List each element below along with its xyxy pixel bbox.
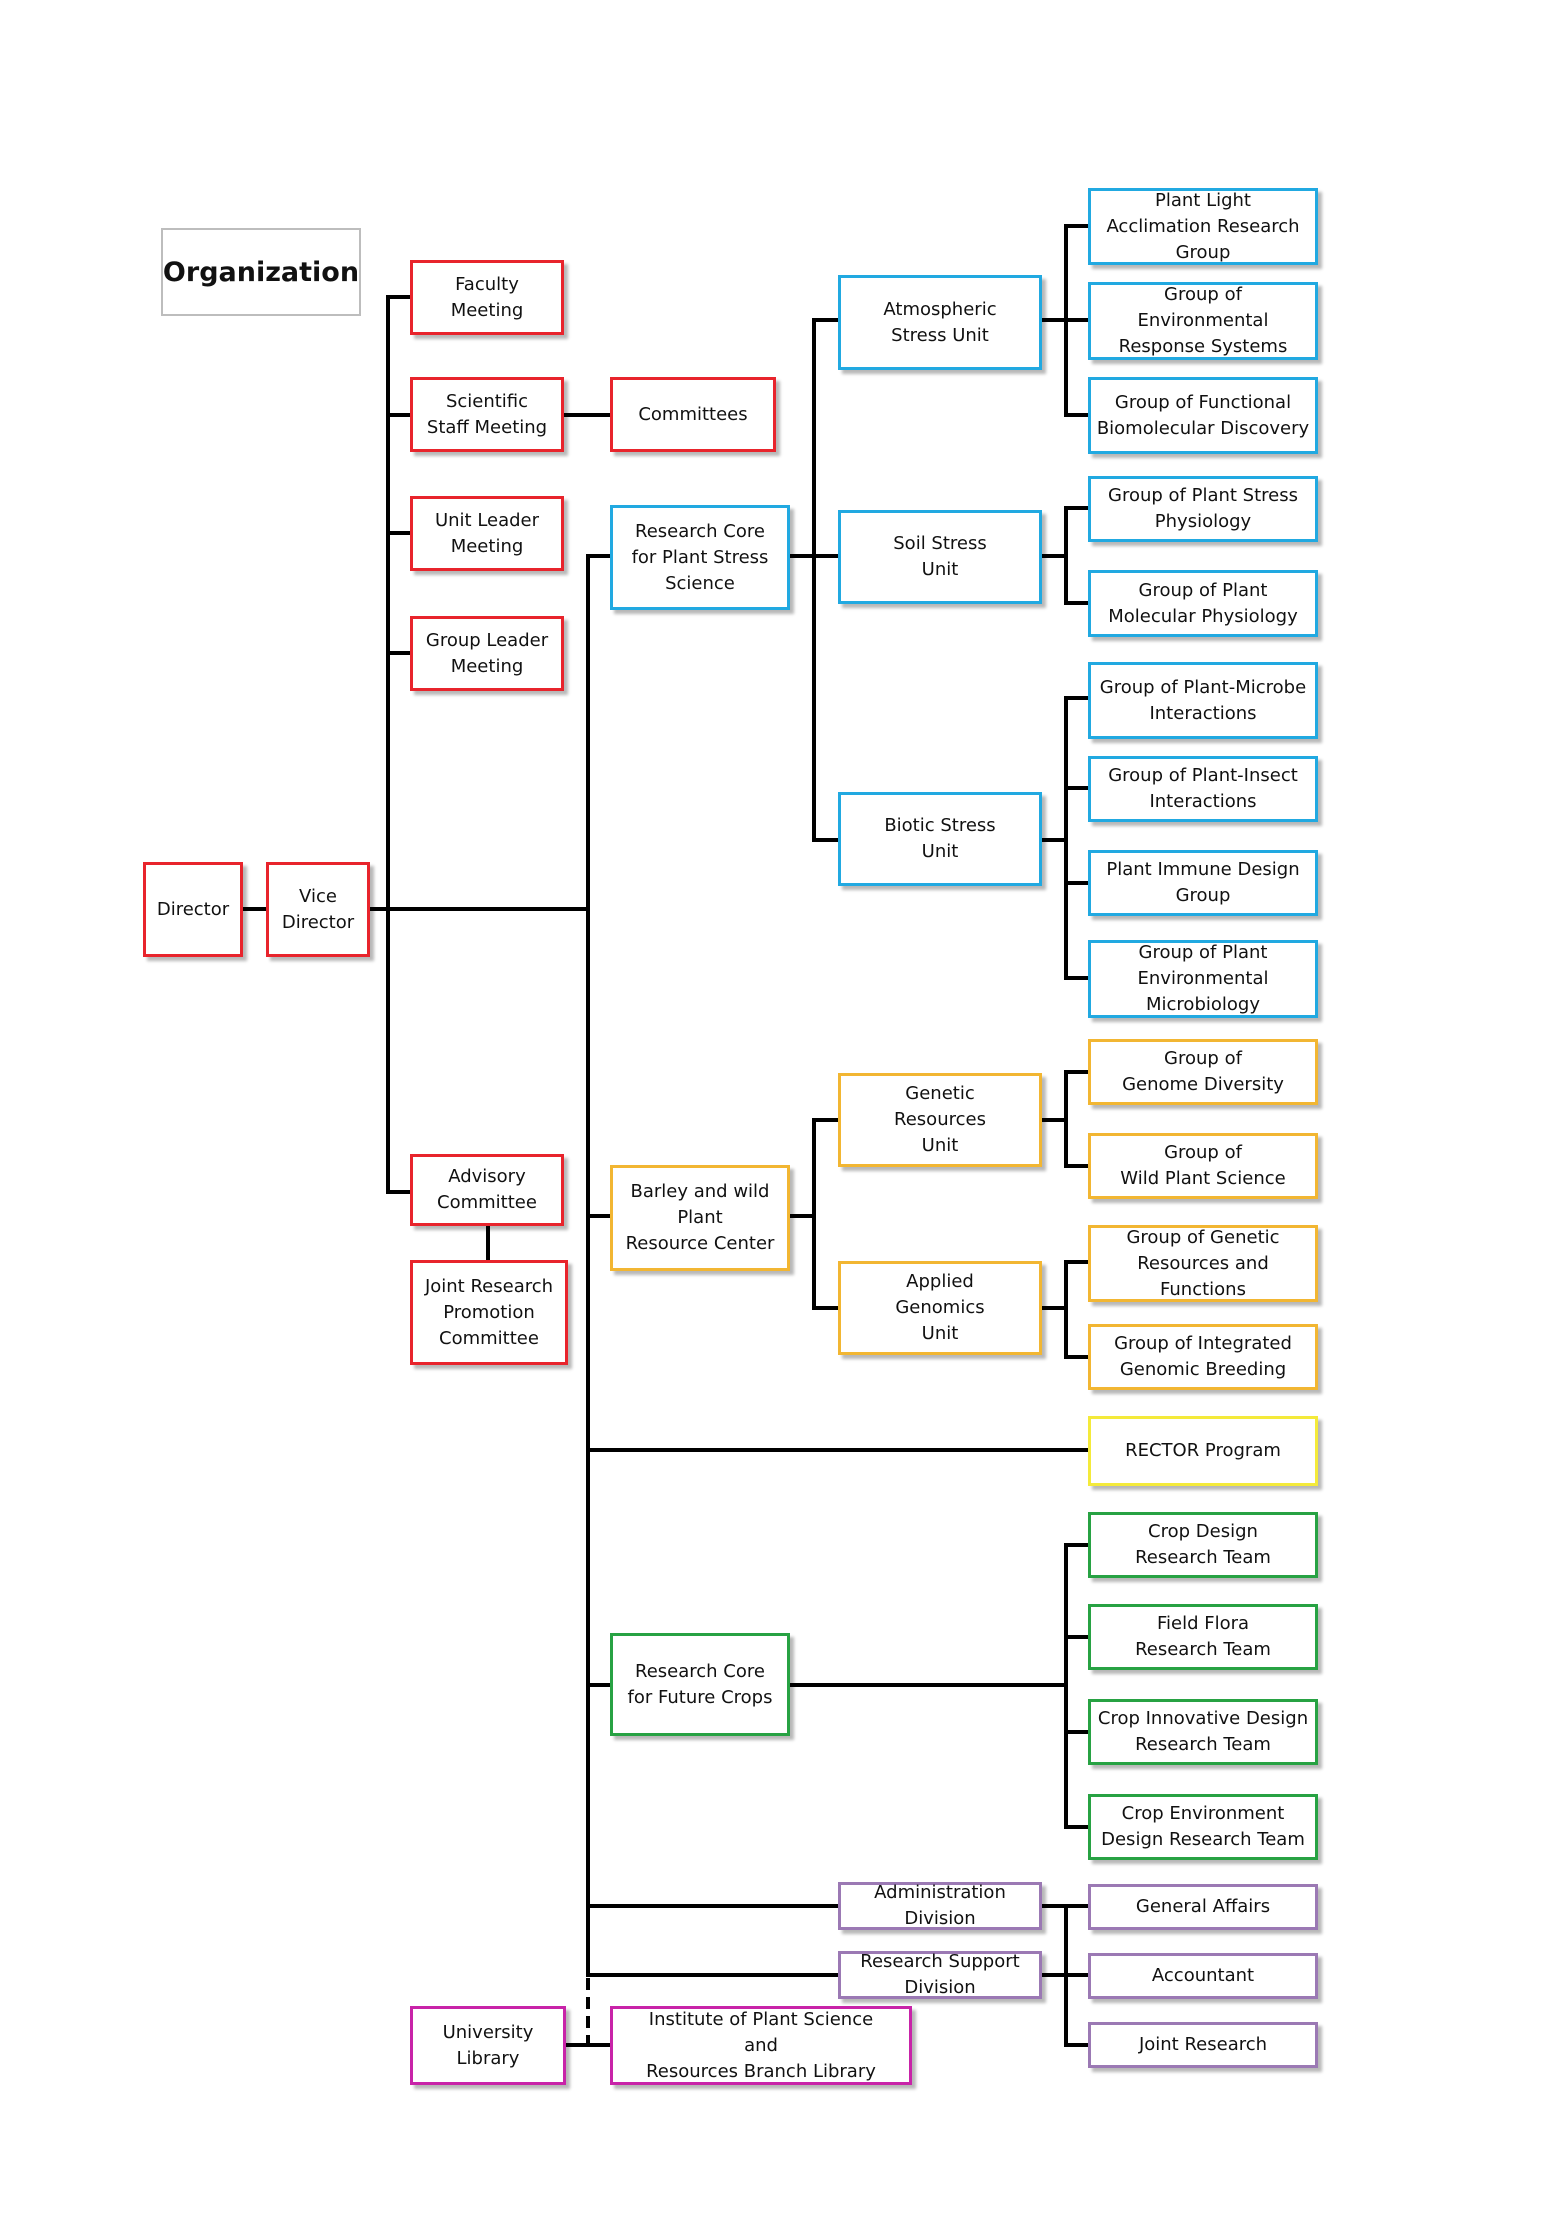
research-core-plant-stress-box: Research Core for Plant Stress Science bbox=[610, 505, 790, 610]
branch-library-box: Institute of Plant Science and Resources… bbox=[610, 2006, 912, 2085]
plant-light-acclimation-box: Plant Light Acclimation Research Group bbox=[1088, 188, 1318, 265]
genome-diversity-box: Group of Genome Diversity bbox=[1088, 1039, 1318, 1105]
applied-genomics-unit-box: Applied Genomics Unit bbox=[838, 1261, 1042, 1355]
advisory-committee-box: Advisory Committee bbox=[410, 1154, 564, 1226]
group-leader-meeting-box: Group Leader Meeting bbox=[410, 616, 564, 691]
plant-immune-design-box: Plant Immune Design Group bbox=[1088, 850, 1318, 916]
integrated-genomic-breeding-box: Group of Integrated Genomic Breeding bbox=[1088, 1324, 1318, 1390]
plant-microbe-interactions-box: Group of Plant-Microbe Interactions bbox=[1088, 662, 1318, 739]
wild-plant-science-box: Group of Wild Plant Science bbox=[1088, 1133, 1318, 1199]
joint-research-promotion-committee-box: Joint Research Promotion Committee bbox=[410, 1260, 568, 1365]
plant-insect-interactions-box: Group of Plant-Insect Interactions bbox=[1088, 756, 1318, 822]
environmental-response-systems-box: Group of Environmental Response Systems bbox=[1088, 282, 1318, 360]
crop-design-team-box: Crop Design Research Team bbox=[1088, 1512, 1318, 1578]
rector-program-box: RECTOR Program bbox=[1088, 1416, 1318, 1486]
genetic-resources-unit-box: Genetic Resources Unit bbox=[838, 1073, 1042, 1167]
soil-stress-unit-box: Soil Stress Unit bbox=[838, 510, 1042, 604]
director-box: Director bbox=[143, 862, 243, 957]
biotic-stress-unit-box: Biotic Stress Unit bbox=[838, 792, 1042, 886]
plant-molecular-physiology-box: Group of Plant Molecular Physiology bbox=[1088, 570, 1318, 637]
plant-stress-physiology-box: Group of Plant Stress Physiology bbox=[1088, 476, 1318, 542]
crop-environment-design-team-box: Crop Environment Design Research Team bbox=[1088, 1794, 1318, 1860]
administration-division-box: Administration Division bbox=[838, 1882, 1042, 1930]
joint-research-box: Joint Research bbox=[1088, 2022, 1318, 2068]
general-affairs-box: General Affairs bbox=[1088, 1884, 1318, 1930]
functional-biomolecular-discovery-box: Group of Functional Biomolecular Discove… bbox=[1088, 377, 1318, 454]
genetic-resources-functions-box: Group of Genetic Resources and Functions bbox=[1088, 1225, 1318, 1302]
university-library-box: University Library bbox=[410, 2006, 566, 2085]
atmospheric-stress-unit-box: Atmospheric Stress Unit bbox=[838, 275, 1042, 370]
research-core-future-crops-box: Research Core for Future Crops bbox=[610, 1633, 790, 1736]
plant-environmental-microbiology-box: Group of Plant Environmental Microbiolog… bbox=[1088, 940, 1318, 1018]
barley-center-box: Barley and wild Plant Resource Center bbox=[610, 1165, 790, 1271]
field-flora-team-box: Field Flora Research Team bbox=[1088, 1604, 1318, 1670]
vice-director-box: Vice Director bbox=[266, 862, 370, 957]
research-support-division-box: Research Support Division bbox=[838, 1951, 1042, 1999]
committees-box: Committees bbox=[610, 377, 776, 452]
faculty-meeting-box: Faculty Meeting bbox=[410, 260, 564, 335]
scientific-staff-meeting-box: Scientific Staff Meeting bbox=[410, 377, 564, 452]
accountant-box: Accountant bbox=[1088, 1953, 1318, 1999]
unit-leader-meeting-box: Unit Leader Meeting bbox=[410, 496, 564, 571]
page-title: Organization bbox=[161, 228, 361, 316]
crop-innovative-design-team-box: Crop Innovative Design Research Team bbox=[1088, 1699, 1318, 1765]
